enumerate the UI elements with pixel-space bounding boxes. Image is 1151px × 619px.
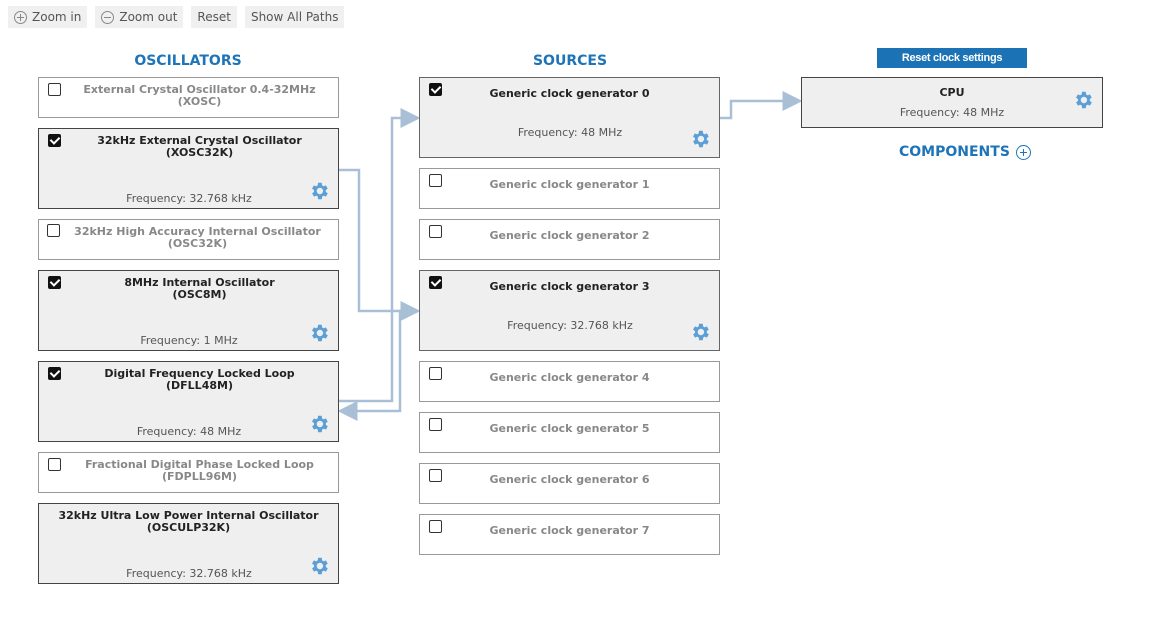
wire-gen0-to-cpu [720, 91, 803, 120]
generator-0-checkbox[interactable] [429, 83, 442, 96]
gear-icon[interactable] [308, 413, 330, 435]
generator-5: Generic clock generator 5 [419, 412, 720, 453]
generator-2: Generic clock generator 2 [419, 219, 720, 260]
zoom-out-icon [101, 10, 115, 24]
generator-1-name: Generic clock generator 1 [489, 178, 650, 191]
reset-clock-settings-button[interactable]: Reset clock settings [877, 48, 1027, 68]
oscillator-xosc-name: External Crystal Oscillator 0.4-32MHz (X… [67, 84, 332, 108]
oscillator-osc8m-checkbox[interactable] [48, 276, 61, 289]
generator-3-checkbox[interactable] [429, 276, 442, 289]
oscillator-fdpll96m-title: Fractional Digital Phase Locked Loop [85, 458, 314, 471]
gear-icon[interactable] [1072, 89, 1094, 111]
oscillator-fdpll96m-id: (FDPLL96M) [161, 470, 238, 483]
oscillator-dfll48m-frequency: Frequency: 48 MHz [136, 425, 242, 438]
zoom-out-label: Zoom out [119, 10, 178, 24]
toolbar: Zoom in Zoom out Reset Show All Paths [8, 6, 345, 28]
oscillator-dfll48m-name: Digital Frequency Locked Loop (DFLL48M) [67, 368, 332, 392]
generator-5-checkbox[interactable] [429, 418, 442, 431]
cpu-name: CPU [939, 86, 965, 99]
generator-1: Generic clock generator 1 [419, 168, 720, 209]
oscillator-xosc-title: External Crystal Oscillator 0.4-32MHz [83, 83, 316, 96]
sources-title: SOURCES [532, 53, 608, 69]
generator-2-name: Generic clock generator 2 [489, 229, 650, 242]
generator-7: Generic clock generator 7 [419, 514, 720, 555]
oscillators-title: OSCILLATORS [134, 53, 242, 69]
oscillator-xosc-checkbox[interactable] [48, 83, 61, 96]
wire-dfll-to-gen0 [338, 108, 421, 403]
oscillator-dfll48m-id: (DFLL48M) [166, 379, 233, 392]
generator-0-name: Generic clock generator 0 [489, 87, 650, 100]
oscillator-osc8m-title: 8MHz Internal Oscillator [124, 276, 275, 289]
oscillator-dfll48m-title: Digital Frequency Locked Loop [104, 367, 295, 380]
oscillator-osc8m: 8MHz Internal Oscillator (OSC8M) Frequen… [38, 270, 339, 351]
zoom-out-button[interactable]: Zoom out [95, 6, 184, 28]
oscillator-osc8m-name: 8MHz Internal Oscillator (OSC8M) [67, 277, 332, 301]
cpu-frequency: Frequency: 48 MHz [899, 106, 1005, 119]
oscillator-osc32k: 32kHz High Accuracy Internal Oscillator … [38, 219, 339, 260]
generator-2-checkbox[interactable] [429, 225, 442, 238]
oscillator-xosc32k-title: 32kHz External Crystal Oscillator [97, 134, 302, 147]
oscillator-dfll48m: Digital Frequency Locked Loop (DFLL48M) … [38, 361, 339, 442]
oscillator-osc32k-checkbox[interactable] [47, 224, 60, 237]
oscillator-osculp32k-name: 32kHz Ultra Low Power Internal Oscillato… [45, 510, 332, 534]
generator-3: Generic clock generator 3 Frequency: 32.… [419, 270, 720, 351]
generator-6: Generic clock generator 6 [419, 463, 720, 504]
oscillator-xosc32k-checkbox[interactable] [48, 134, 61, 147]
generator-4: Generic clock generator 4 [419, 361, 720, 402]
add-component-icon[interactable] [1015, 144, 1031, 160]
generator-6-checkbox[interactable] [429, 469, 442, 482]
gear-icon[interactable] [308, 555, 330, 577]
gear-icon[interactable] [308, 322, 330, 344]
zoom-in-icon [14, 10, 27, 24]
generator-5-name: Generic clock generator 5 [489, 422, 650, 435]
oscillator-osculp32k-id: (OSCULP32K) [146, 521, 231, 534]
zoom-in-button[interactable]: Zoom in [8, 6, 88, 28]
oscillator-xosc32k-frequency: Frequency: 32.768 kHz [126, 192, 252, 205]
cpu-component[interactable]: CPU Frequency: 48 MHz [801, 77, 1103, 128]
oscillator-xosc-id: (XOSC) [177, 95, 222, 108]
oscillator-fdpll96m: Fractional Digital Phase Locked Loop (FD… [38, 452, 339, 493]
generator-6-name: Generic clock generator 6 [489, 473, 650, 486]
oscillator-osculp32k-frequency: Frequency: 32.768 kHz [126, 567, 252, 580]
generator-3-frequency: Frequency: 32.768 kHz [507, 319, 633, 332]
oscillator-xosc: External Crystal Oscillator 0.4-32MHz (X… [38, 77, 339, 118]
oscillator-fdpll96m-checkbox[interactable] [48, 458, 61, 471]
gear-icon[interactable] [689, 128, 711, 150]
oscillator-osculp32k-title: 32kHz Ultra Low Power Internal Oscillato… [58, 509, 319, 522]
show-all-paths-label: Show All Paths [250, 10, 339, 24]
oscillator-osc32k-id: (OSC32K) [167, 237, 228, 250]
generator-0-frequency: Frequency: 48 MHz [517, 126, 623, 139]
gear-icon[interactable] [308, 180, 330, 202]
generator-1-checkbox[interactable] [429, 174, 442, 187]
generator-4-name: Generic clock generator 4 [489, 371, 650, 384]
oscillator-xosc32k-name: 32kHz External Crystal Oscillator (XOSC3… [67, 135, 332, 159]
components-title: COMPONENTS [899, 144, 1010, 160]
oscillator-osc32k-title: 32kHz High Accuracy Internal Oscillator [74, 225, 321, 238]
generator-7-checkbox[interactable] [429, 520, 442, 533]
wire-gen3-to-dfll [337, 309, 418, 421]
wire-xosc32k-to-gen3 [338, 168, 421, 321]
reset-button[interactable]: Reset [191, 6, 237, 28]
oscillator-osc8m-frequency: Frequency: 1 MHz [140, 334, 238, 347]
generator-3-name: Generic clock generator 3 [489, 280, 650, 293]
oscillator-osc32k-name: 32kHz High Accuracy Internal Oscillator … [63, 226, 332, 250]
zoom-in-label: Zoom in [32, 10, 82, 24]
oscillator-osculp32k: 32kHz Ultra Low Power Internal Oscillato… [38, 503, 339, 584]
oscillator-xosc32k-id: (XOSC32K) [165, 146, 234, 159]
oscillator-xosc32k: 32kHz External Crystal Oscillator (XOSC3… [38, 128, 339, 209]
show-all-paths-button[interactable]: Show All Paths [244, 6, 345, 28]
generator-0: Generic clock generator 0 Frequency: 48 … [419, 77, 720, 158]
reset-label: Reset [197, 10, 231, 24]
generator-4-checkbox[interactable] [429, 367, 442, 380]
generator-7-name: Generic clock generator 7 [489, 524, 650, 537]
oscillator-osc8m-id: (OSC8M) [172, 288, 227, 301]
oscillator-dfll48m-checkbox[interactable] [48, 367, 61, 380]
oscillator-fdpll96m-name: Fractional Digital Phase Locked Loop (FD… [67, 459, 332, 483]
components-header: COMPONENTS [899, 144, 1031, 160]
gear-icon[interactable] [689, 321, 711, 343]
